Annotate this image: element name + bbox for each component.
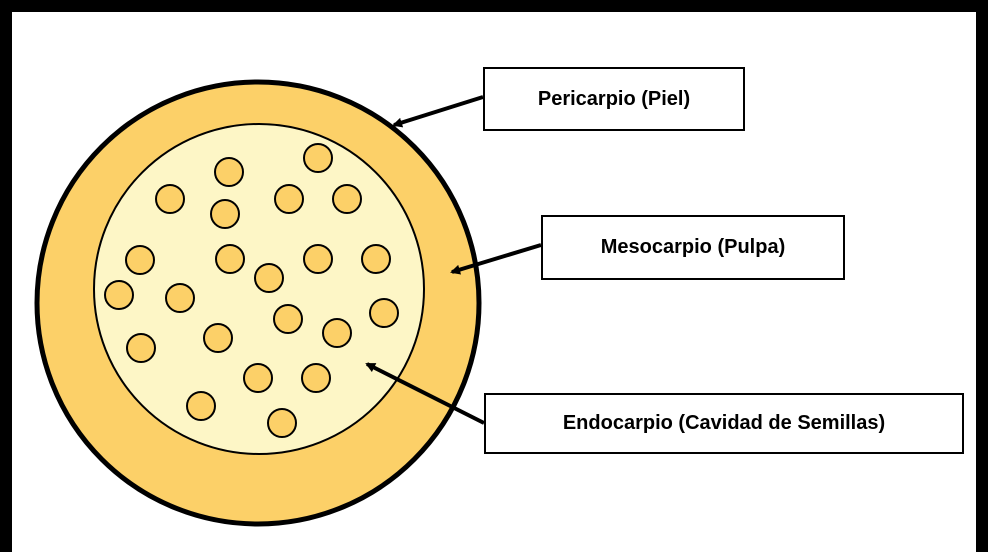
seed	[370, 299, 398, 327]
seed	[323, 319, 351, 347]
endocarpio-label: Endocarpio (Cavidad de Semillas)	[484, 393, 964, 454]
seed	[166, 284, 194, 312]
seed	[127, 334, 155, 362]
pericarpio-arrow	[394, 97, 483, 125]
seed	[204, 324, 232, 352]
seed	[215, 158, 243, 186]
seed	[156, 185, 184, 213]
seed	[333, 185, 361, 213]
seed	[187, 392, 215, 420]
seed	[105, 281, 133, 309]
seed	[211, 200, 239, 228]
seed	[255, 264, 283, 292]
seed	[304, 144, 332, 172]
seed	[302, 364, 330, 392]
seed	[304, 245, 332, 273]
seed	[216, 245, 244, 273]
pericarpio-label: Pericarpio (Piel)	[483, 67, 745, 131]
seed	[274, 305, 302, 333]
seed	[268, 409, 296, 437]
seed	[275, 185, 303, 213]
mesocarpio-label: Mesocarpio (Pulpa)	[541, 215, 845, 280]
seed	[362, 245, 390, 273]
seed	[126, 246, 154, 274]
seed	[244, 364, 272, 392]
